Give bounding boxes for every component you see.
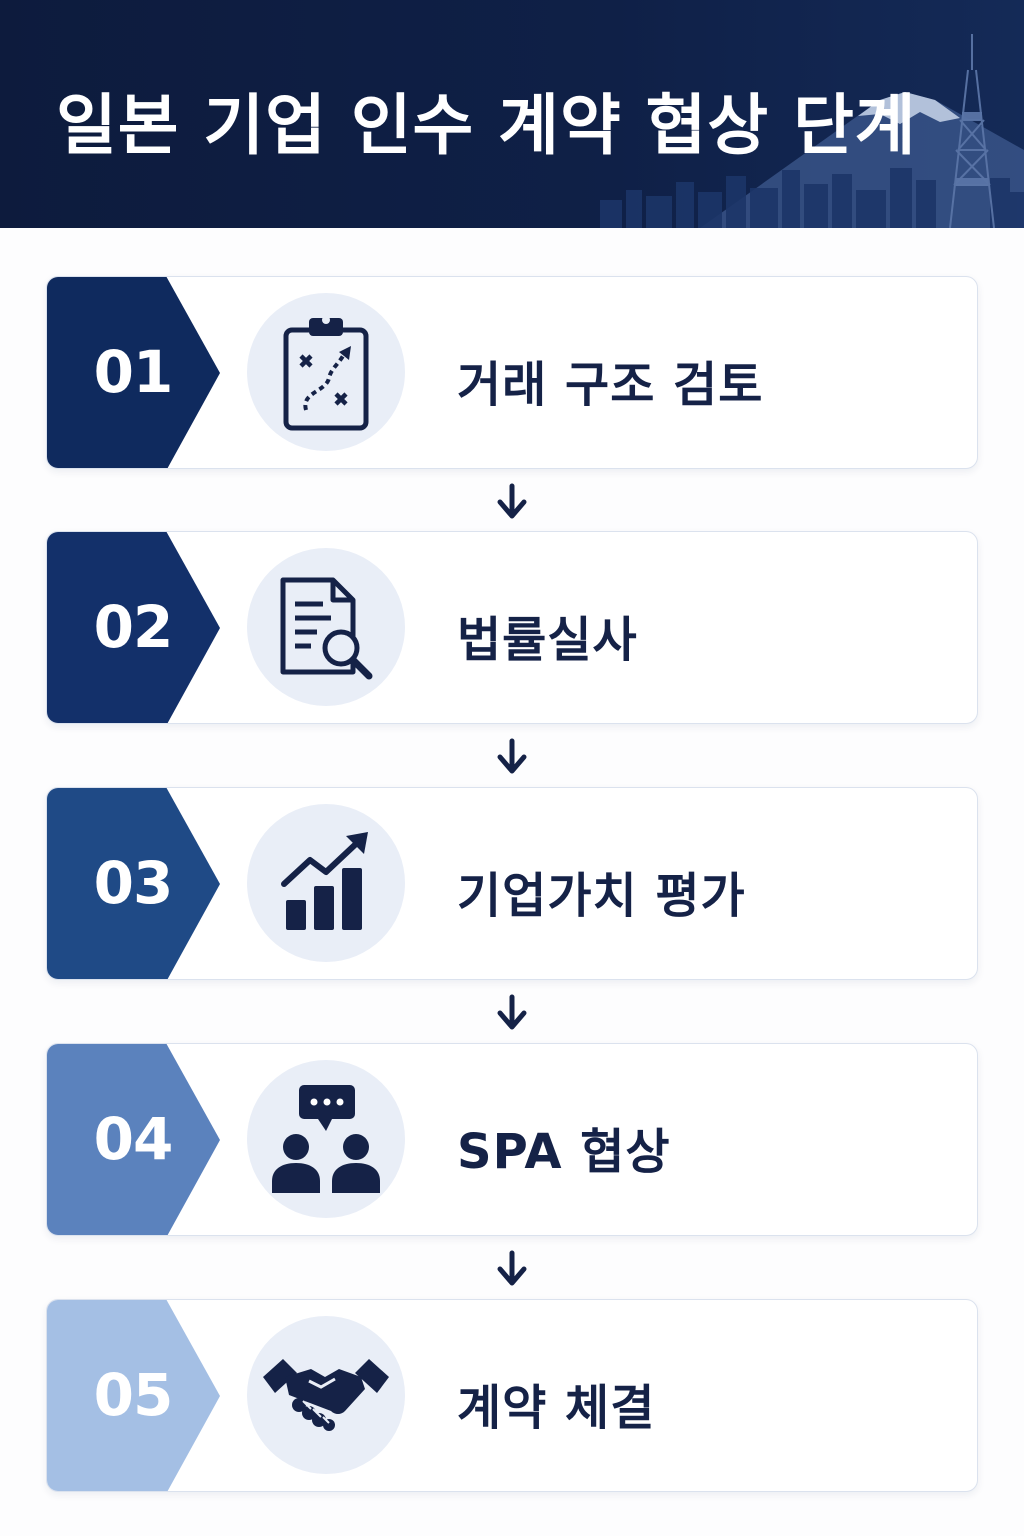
step-icon-circle: [247, 804, 405, 962]
strategy-clipboard-icon: [283, 316, 369, 431]
step-label: 계약 체결: [457, 1380, 656, 1436]
step-icon-circle: [247, 293, 405, 451]
arrow-down-icon: [497, 738, 527, 774]
step-number-badge: 04: [47, 1044, 222, 1235]
process-step-5: 05 계약 체결: [46, 1299, 978, 1492]
step-number: 03: [93, 849, 174, 917]
header-banner: 일본 기업 인수 계약 협상 단계: [0, 0, 1024, 228]
badge-chevron: [47, 1300, 220, 1491]
arrow-down-icon: [497, 1250, 527, 1286]
step-label: SPA 협상: [457, 1124, 671, 1180]
process-step-3: 03 기업가치 평가: [46, 787, 978, 980]
arrow-down-icon: [497, 994, 527, 1030]
step-number-badge: 05: [47, 1300, 222, 1491]
negotiation-people-icon: [272, 1085, 380, 1193]
process-step-4: 04 SPA 협상: [46, 1043, 978, 1236]
step-number-badge: 01: [47, 277, 222, 468]
growth-chart-icon: [281, 832, 368, 930]
process-step-1: 01 거래 구조 검토: [46, 276, 978, 469]
step-icon-circle: [247, 1316, 405, 1474]
step-number-badge: 03: [47, 788, 222, 979]
badge-chevron: [47, 532, 220, 723]
arrow-down-icon: [497, 483, 527, 519]
step-icon-circle: [247, 548, 405, 706]
document-search-icon: [280, 577, 373, 680]
step-number: 05: [93, 1361, 174, 1429]
handshake-icon: [263, 1359, 389, 1431]
badge-chevron: [47, 1044, 220, 1235]
step-number: 01: [93, 338, 174, 406]
step-icon-circle: [247, 1060, 405, 1218]
step-label: 법률실사: [457, 612, 638, 668]
step-label: 거래 구조 검토: [457, 357, 764, 413]
step-number: 02: [93, 593, 174, 661]
step-number: 04: [93, 1105, 174, 1173]
step-number-badge: 02: [47, 532, 222, 723]
tokyo-skyline-illustration: [600, 34, 1024, 228]
page-title: 일본 기업 인수 계약 협상 단계: [56, 87, 917, 164]
process-step-2: 02 법률실사: [46, 531, 978, 724]
badge-chevron: [47, 277, 220, 468]
step-label: 기업가치 평가: [457, 868, 746, 924]
badge-chevron: [47, 788, 220, 979]
